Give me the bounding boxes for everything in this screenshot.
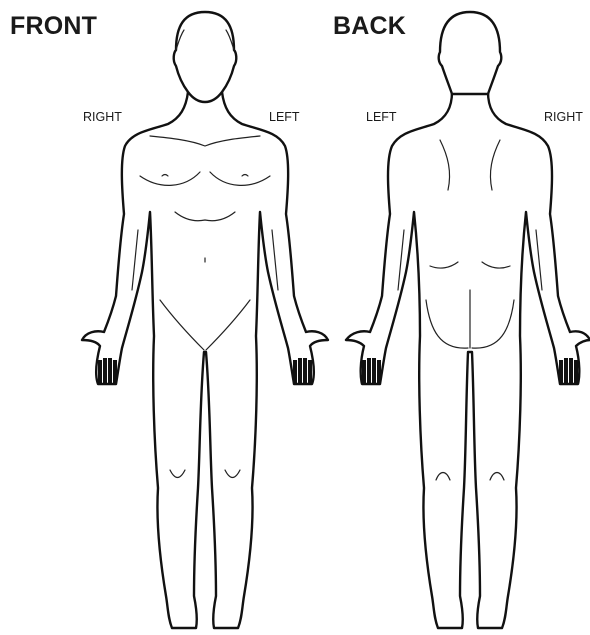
front-figure <box>82 12 328 628</box>
back-figure <box>346 12 590 628</box>
back-body-outline <box>346 92 590 628</box>
back-head <box>439 12 502 94</box>
front-head <box>174 12 237 102</box>
front-body-outline <box>82 92 328 628</box>
